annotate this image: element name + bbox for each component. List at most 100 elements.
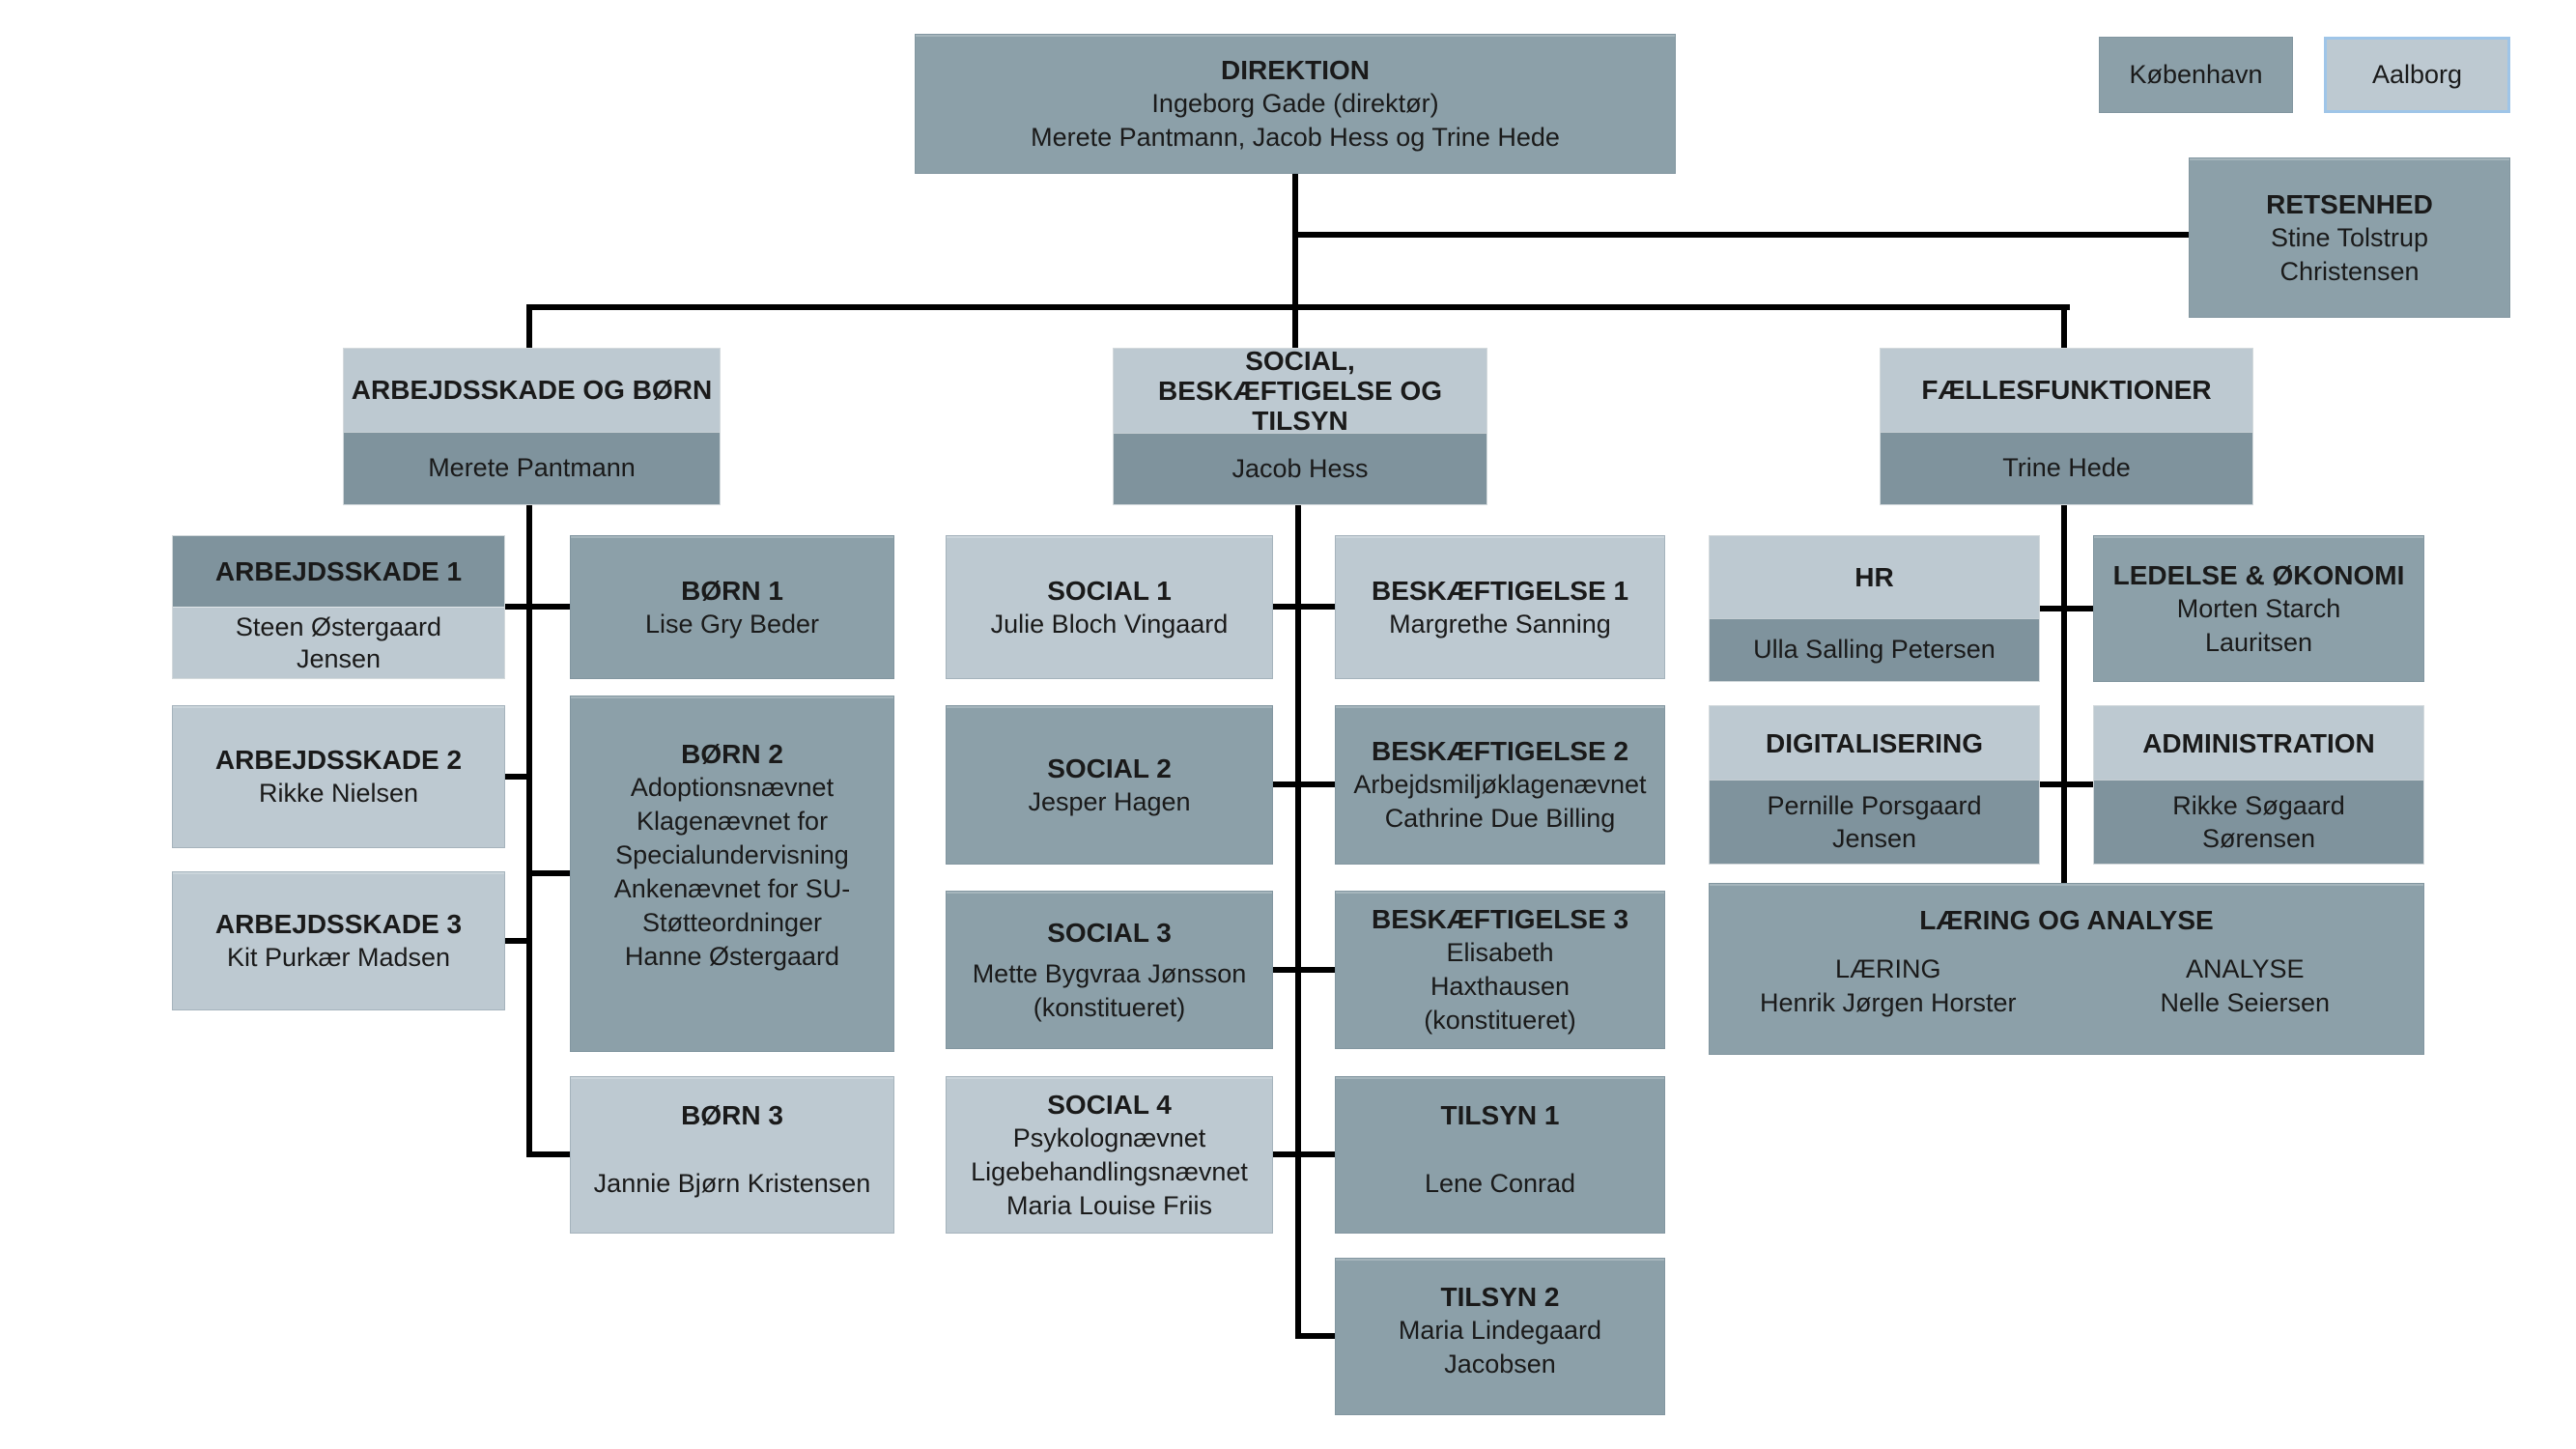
unit-name: Jacobsen — [1444, 1350, 1556, 1378]
connector-stub — [1298, 1333, 1335, 1339]
unit-boern-3: BØRN 3 Jannie Bjørn Kristensen — [570, 1076, 894, 1234]
unit-name: Ulla Salling Petersen — [1753, 635, 1996, 665]
branch-title: SOCIAL, BESKÆFTIGELSE OG TILSYN — [1157, 346, 1443, 436]
unit-name: (konstitueret) — [1033, 992, 1186, 1022]
sub-unit-title: ANALYSE — [2185, 954, 2305, 983]
branch-arbejdsskade-boern: ARBEJDSSKADE OG BØRN Merete Pantmann — [343, 348, 721, 505]
unit-board: Psykolognævnet — [1012, 1122, 1206, 1152]
unit-name: Elisabeth — [1446, 938, 1554, 967]
unit-name: Mette Bygvraa Jønsson — [972, 958, 1247, 988]
unit-social-2: SOCIAL 2 Jesper Hagen — [946, 705, 1273, 865]
legend-copenhagen-label: København — [2129, 60, 2263, 89]
retsenhed-name: Christensen — [2279, 256, 2420, 286]
unit-board: Ankenævnet for SU- — [613, 874, 851, 903]
branch-title-bar: FÆLLESFUNKTIONER — [1881, 349, 2252, 432]
branch-title-bar: SOCIAL, BESKÆFTIGELSE OG TILSYN — [1114, 346, 1486, 436]
unit-name: Lene Conrad — [1424, 1169, 1576, 1198]
direktion-title: DIREKTION — [1221, 55, 1370, 85]
unit-tilsyn-2: TILSYN 2 Maria Lindegaard Jacobsen — [1335, 1258, 1665, 1415]
connector-stub — [528, 1151, 570, 1157]
connector-branches — [526, 304, 2070, 310]
unit-name-bar: Ulla Salling Petersen — [1710, 617, 2039, 681]
unit-title-bar: ADMINISTRATION — [2094, 706, 2423, 781]
branch-name-bar: Trine Hede — [1881, 431, 2252, 504]
unit-laering-og-analyse: LÆRING OG ANALYSE LÆRING Henrik Jørgen H… — [1709, 883, 2424, 1055]
unit-hr: HR Ulla Salling Petersen — [1709, 535, 2040, 682]
unit-name: Julie Bloch Vingaard — [990, 609, 1229, 639]
unit-title: SOCIAL 4 — [1047, 1089, 1172, 1120]
connector-stub — [1273, 781, 1335, 787]
unit-arbejdsskade-1: ARBEJDSSKADE 1 Steen Østergaard Jensen — [172, 535, 505, 679]
retsenhed-box: RETSENHED Stine Tolstrup Christensen — [2189, 157, 2510, 318]
unit-name: Maria Lindegaard — [1398, 1316, 1602, 1345]
sub-unit-title: LÆRING — [1834, 954, 1941, 983]
legend-aalborg: Aalborg — [2324, 37, 2510, 113]
laering-analyse-columns: LÆRING Henrik Jørgen Horster ANALYSE Nel… — [1710, 952, 2423, 1020]
connector-left-drop — [526, 304, 532, 348]
unit-board: Arbejdsmiljøklagenævnet — [1353, 770, 1647, 799]
direktion-director: Ingeborg Gade (direktør) — [1151, 89, 1439, 118]
unit-name: Jensen — [296, 643, 382, 673]
connector-stub — [505, 774, 532, 780]
unit-title: SOCIAL 1 — [1047, 575, 1172, 606]
retsenhed-name: Stine Tolstrup — [2270, 222, 2429, 252]
unit-board: Specialundervisning — [615, 840, 849, 869]
connector-mid-trunk — [1295, 505, 1301, 1339]
connector-stub — [505, 938, 532, 944]
unit-title: BØRN 1 — [681, 575, 783, 606]
connector-stub — [2040, 781, 2093, 787]
unit-name-bar: Rikke Søgaard Sørensen — [2094, 780, 2423, 864]
unit-tilsyn-1: TILSYN 1 Lene Conrad — [1335, 1076, 1665, 1234]
unit-title: ADMINISTRATION — [2142, 727, 2375, 758]
unit-title: BØRN 3 — [681, 1100, 783, 1130]
unit-title: HR — [1854, 561, 1894, 592]
connector-stub — [2040, 606, 2093, 611]
branch-lead: Jacob Hess — [1231, 454, 1369, 483]
analyse-column: ANALYSE Nelle Seiersen — [2067, 952, 2424, 1020]
unit-title: ARBEJDSSKADE 2 — [214, 745, 463, 775]
connector-direktion-trunk — [1292, 174, 1298, 348]
direktion-members: Merete Pantmann, Jacob Hess og Trine Hed… — [1031, 123, 1560, 152]
connector-right-drop — [2061, 304, 2067, 348]
branch-social-beskaeftigelse-tilsyn: SOCIAL, BESKÆFTIGELSE OG TILSYN Jacob He… — [1113, 346, 1487, 505]
branch-title: ARBEJDSSKADE OG BØRN — [351, 375, 713, 406]
unit-administration: ADMINISTRATION Rikke Søgaard Sørensen — [2093, 705, 2424, 865]
unit-name: (konstitueret) — [1424, 1006, 1576, 1035]
connector-stub — [1273, 967, 1335, 973]
unit-arbejdsskade-3: ARBEJDSSKADE 3 Kit Purkær Madsen — [172, 871, 505, 1010]
connector-stub — [505, 604, 570, 610]
unit-name: Haxthausen — [1430, 972, 1571, 1001]
unit-name: Rikke Søgaard — [2172, 791, 2345, 821]
legend-copenhagen: København — [2099, 37, 2293, 113]
unit-name: Hanne Østergaard — [624, 942, 840, 971]
unit-arbejdsskade-2: ARBEJDSSKADE 2 Rikke Nielsen — [172, 705, 505, 848]
unit-title: BØRN 2 — [681, 739, 783, 769]
unit-name: Lise Gry Beder — [644, 609, 820, 639]
unit-title: BESKÆFTIGELSE 3 — [1371, 904, 1629, 934]
branch-name-bar: Jacob Hess — [1114, 433, 1486, 504]
branch-faellesfunktioner: FÆLLESFUNKTIONER Trine Hede — [1880, 348, 2253, 505]
unit-title-bar: DIGITALISERING — [1710, 706, 2039, 781]
unit-boern-2: BØRN 2 Adoptionsnævnet Klagenævnet for S… — [570, 696, 894, 1052]
sub-unit-name: Nelle Seiersen — [2160, 988, 2331, 1017]
unit-social-4: SOCIAL 4 Psykolognævnet Ligebehandlingsn… — [946, 1076, 1273, 1234]
unit-digitalisering: DIGITALISERING Pernille Porsgaard Jensen — [1709, 705, 2040, 865]
branch-lead: Trine Hede — [2002, 453, 2131, 483]
branch-name-bar: Merete Pantmann — [344, 431, 720, 504]
unit-title-bar: ARBEJDSSKADE 1 — [173, 536, 504, 607]
laering-column: LÆRING Henrik Jørgen Horster — [1710, 952, 2067, 1020]
unit-title: LÆRING OG ANALYSE — [1919, 905, 2214, 935]
unit-board: Støtteordninger — [641, 908, 823, 937]
unit-title: TILSYN 1 — [1440, 1100, 1560, 1130]
unit-name: Jensen — [1831, 824, 1917, 854]
unit-title: ARBEJDSSKADE 3 — [214, 909, 463, 939]
unit-board: Adoptionsnævnet — [630, 773, 835, 802]
unit-name: Morten Starch — [2176, 593, 2341, 623]
unit-social-3: SOCIAL 3 Mette Bygvraa Jønsson (konstitu… — [946, 891, 1273, 1049]
legend-aalborg-label: Aalborg — [2371, 60, 2463, 89]
unit-name: Steen Østergaard — [235, 611, 442, 641]
branch-title-bar: ARBEJDSSKADE OG BØRN — [344, 349, 720, 432]
unit-title: BESKÆFTIGELSE 1 — [1371, 575, 1629, 606]
unit-title: DIGITALISERING — [1765, 727, 1984, 758]
unit-name: Jannie Bjørn Kristensen — [593, 1169, 871, 1198]
